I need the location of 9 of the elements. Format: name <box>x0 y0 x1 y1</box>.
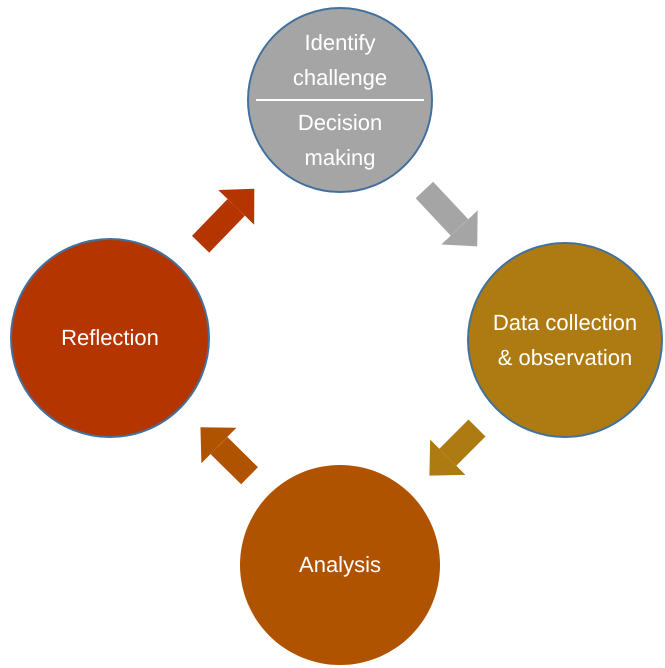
stage-label: Identify challenge <box>292 28 388 92</box>
stage-label: Analysis <box>298 551 382 580</box>
block-arrow <box>416 182 478 246</box>
block-arrow <box>192 188 254 253</box>
stage-label: Reflection <box>60 324 160 352</box>
block-arrow <box>429 420 486 476</box>
stage-label: Data collection & observation <box>492 308 638 372</box>
block-arrow <box>200 427 258 484</box>
stage-label: Decision making <box>296 109 384 172</box>
